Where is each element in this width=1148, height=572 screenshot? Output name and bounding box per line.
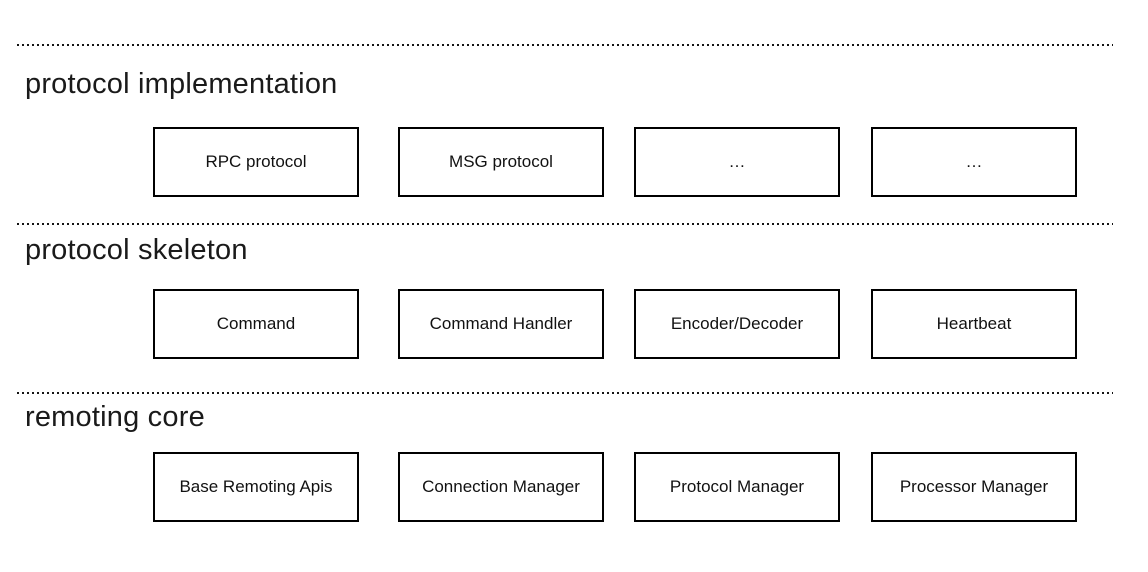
- section-divider: [17, 223, 1113, 225]
- box-msg-protocol: MSG protocol: [398, 127, 604, 197]
- box-connection-manager: Connection Manager: [398, 452, 604, 522]
- layer-title-protocol-skeleton: protocol skeleton: [25, 234, 248, 266]
- section-divider: [17, 44, 1113, 46]
- section-divider: [17, 392, 1113, 394]
- box-base-remoting-apis: Base Remoting Apis: [153, 452, 359, 522]
- box-command: Command: [153, 289, 359, 359]
- box-command-handler: Command Handler: [398, 289, 604, 359]
- layer-title-remoting-core: remoting core: [25, 401, 205, 433]
- layer-title-protocol-implementation: protocol implementation: [25, 68, 338, 100]
- box-encoder-decoder: Encoder/Decoder: [634, 289, 840, 359]
- box-processor-manager: Processor Manager: [871, 452, 1077, 522]
- box-ellipsis-1: …: [634, 127, 840, 197]
- box-rpc-protocol: RPC protocol: [153, 127, 359, 197]
- box-ellipsis-2: …: [871, 127, 1077, 197]
- box-heartbeat: Heartbeat: [871, 289, 1077, 359]
- box-protocol-manager: Protocol Manager: [634, 452, 840, 522]
